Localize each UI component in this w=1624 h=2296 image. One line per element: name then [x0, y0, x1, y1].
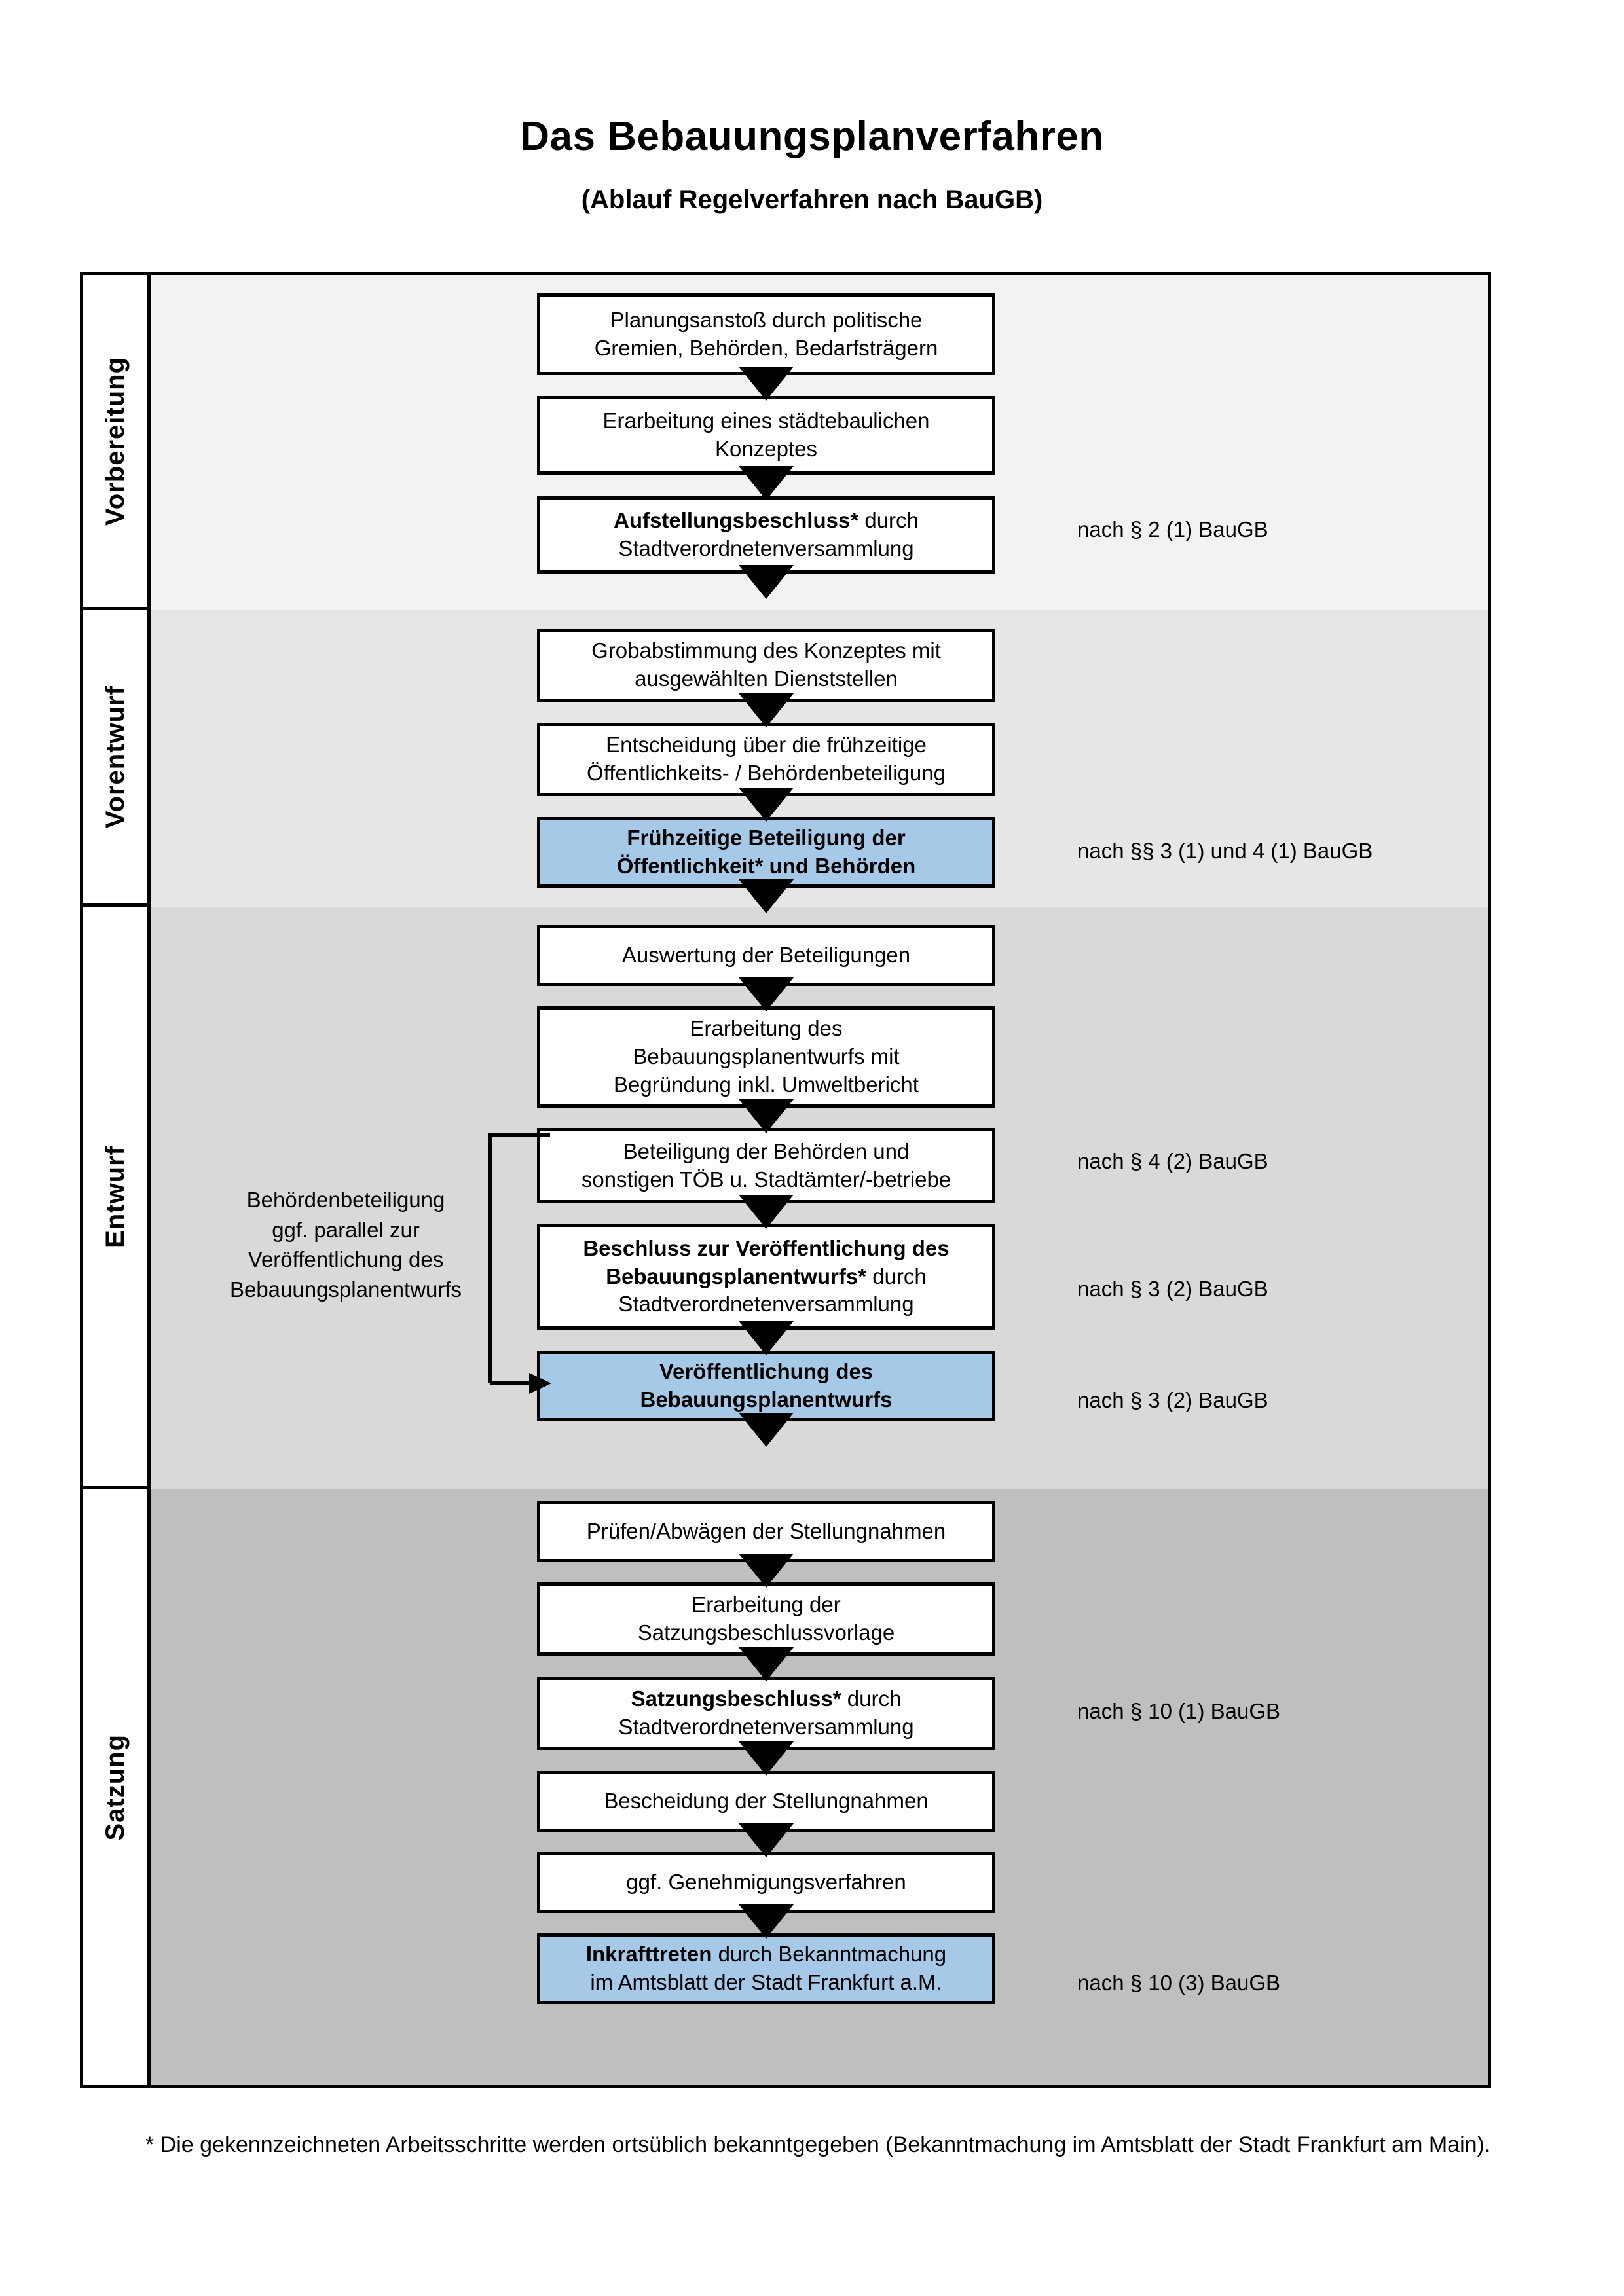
flow-arrow-icon [739, 565, 794, 599]
flow-arrow-icon [739, 1195, 794, 1229]
page-title: Das Bebauungsplanverfahren [520, 114, 1104, 159]
phase-label-vorbereitung: Vorbereitung [100, 356, 130, 526]
legal-note-paragraph-10-1: nach § 10 (1) BauGB [1077, 1699, 1281, 1723]
legal-note-paragraph-2-1: nach § 2 (1) BauGB [1077, 517, 1268, 541]
phase-cell-vorentwurf: Vorentwurf [83, 610, 147, 907]
legal-note-paragraph-3-1-4-1: nach §§ 3 (1) und 4 (1) BauGB [1077, 839, 1373, 863]
phase-label-entwurf: Entwurf [100, 1145, 130, 1248]
flow-arrow-icon [739, 1321, 794, 1355]
flow-arrow-icon [739, 1741, 794, 1776]
page-subtitle: (Ablauf Regelverfahren nach BauGB) [581, 185, 1043, 215]
flow-arrow-icon [739, 788, 794, 822]
phase-cell-entwurf: Entwurf [83, 907, 147, 1489]
legal-note-paragraph-3-2-a: nach § 3 (2) BauGB [1077, 1277, 1268, 1301]
flow-arrow-icon [739, 977, 794, 1011]
flowchart-frame: Vorbereitung Vorentwurf Entwurf Satzung … [80, 272, 1491, 2088]
footnote-text: * Die gekennzeichneten Arbeitsschritte w… [145, 2132, 1491, 2157]
flow-arrow-icon [739, 1647, 794, 1681]
band-satzung: Prüfen/Abwägen der Stellungnahmen Erarbe… [151, 1489, 1488, 2085]
step-box-auswertung-beteiligungen: Auswertung der Beteiligungen [537, 925, 995, 986]
step-box-pruefen-abwaegen: Prüfen/Abwägen der Stellungnahmen [537, 1501, 995, 1562]
phase-cell-satzung: Satzung [83, 1489, 147, 2085]
step-text: Bescheidung der Stellungnahmen [604, 1789, 929, 1813]
flow-arrow-icon [739, 693, 794, 727]
band-entwurf: Auswertung der Beteiligungen Erarbeitung… [151, 907, 1488, 1489]
legal-note-paragraph-3-2-b: nach § 3 (2) BauGB [1077, 1388, 1268, 1412]
side-annotation-behoerdenbeteiligung: Behördenbeteiligung ggf. parallel zur Ve… [229, 1188, 462, 1302]
legal-note-paragraph-4-2: nach § 4 (2) BauGB [1077, 1149, 1268, 1173]
flow-arrow-icon [739, 1554, 794, 1588]
flow-arrow-icon [739, 1413, 794, 1447]
flow-arrow-icon [739, 1099, 794, 1133]
step-text: Auswertung der Beteiligungen [621, 943, 911, 968]
flow-arrow-icon [739, 1904, 794, 1939]
title-block: Das Bebauungsplanverfahren (Ablauf Regel… [0, 114, 1624, 215]
step-text: Prüfen/Abwägen der Stellungnahmen [586, 1519, 946, 1544]
step-text: ggf. Genehmigungsverfahren [626, 1870, 906, 1895]
flow-arrow-icon [739, 879, 794, 913]
phase-cell-vorbereitung: Vorbereitung [83, 275, 147, 610]
phase-label-satzung: Satzung [100, 1734, 130, 1841]
phase-label-vorentwurf: Vorentwurf [100, 685, 130, 829]
flow-arrow-icon [739, 1823, 794, 1857]
legal-note-paragraph-10-3: nach § 10 (3) BauGB [1077, 1971, 1281, 1995]
phase-label-column: Vorbereitung Vorentwurf Entwurf Satzung [83, 275, 151, 2085]
flow-arrow-icon [739, 466, 794, 500]
flow-arrow-icon [739, 367, 794, 401]
